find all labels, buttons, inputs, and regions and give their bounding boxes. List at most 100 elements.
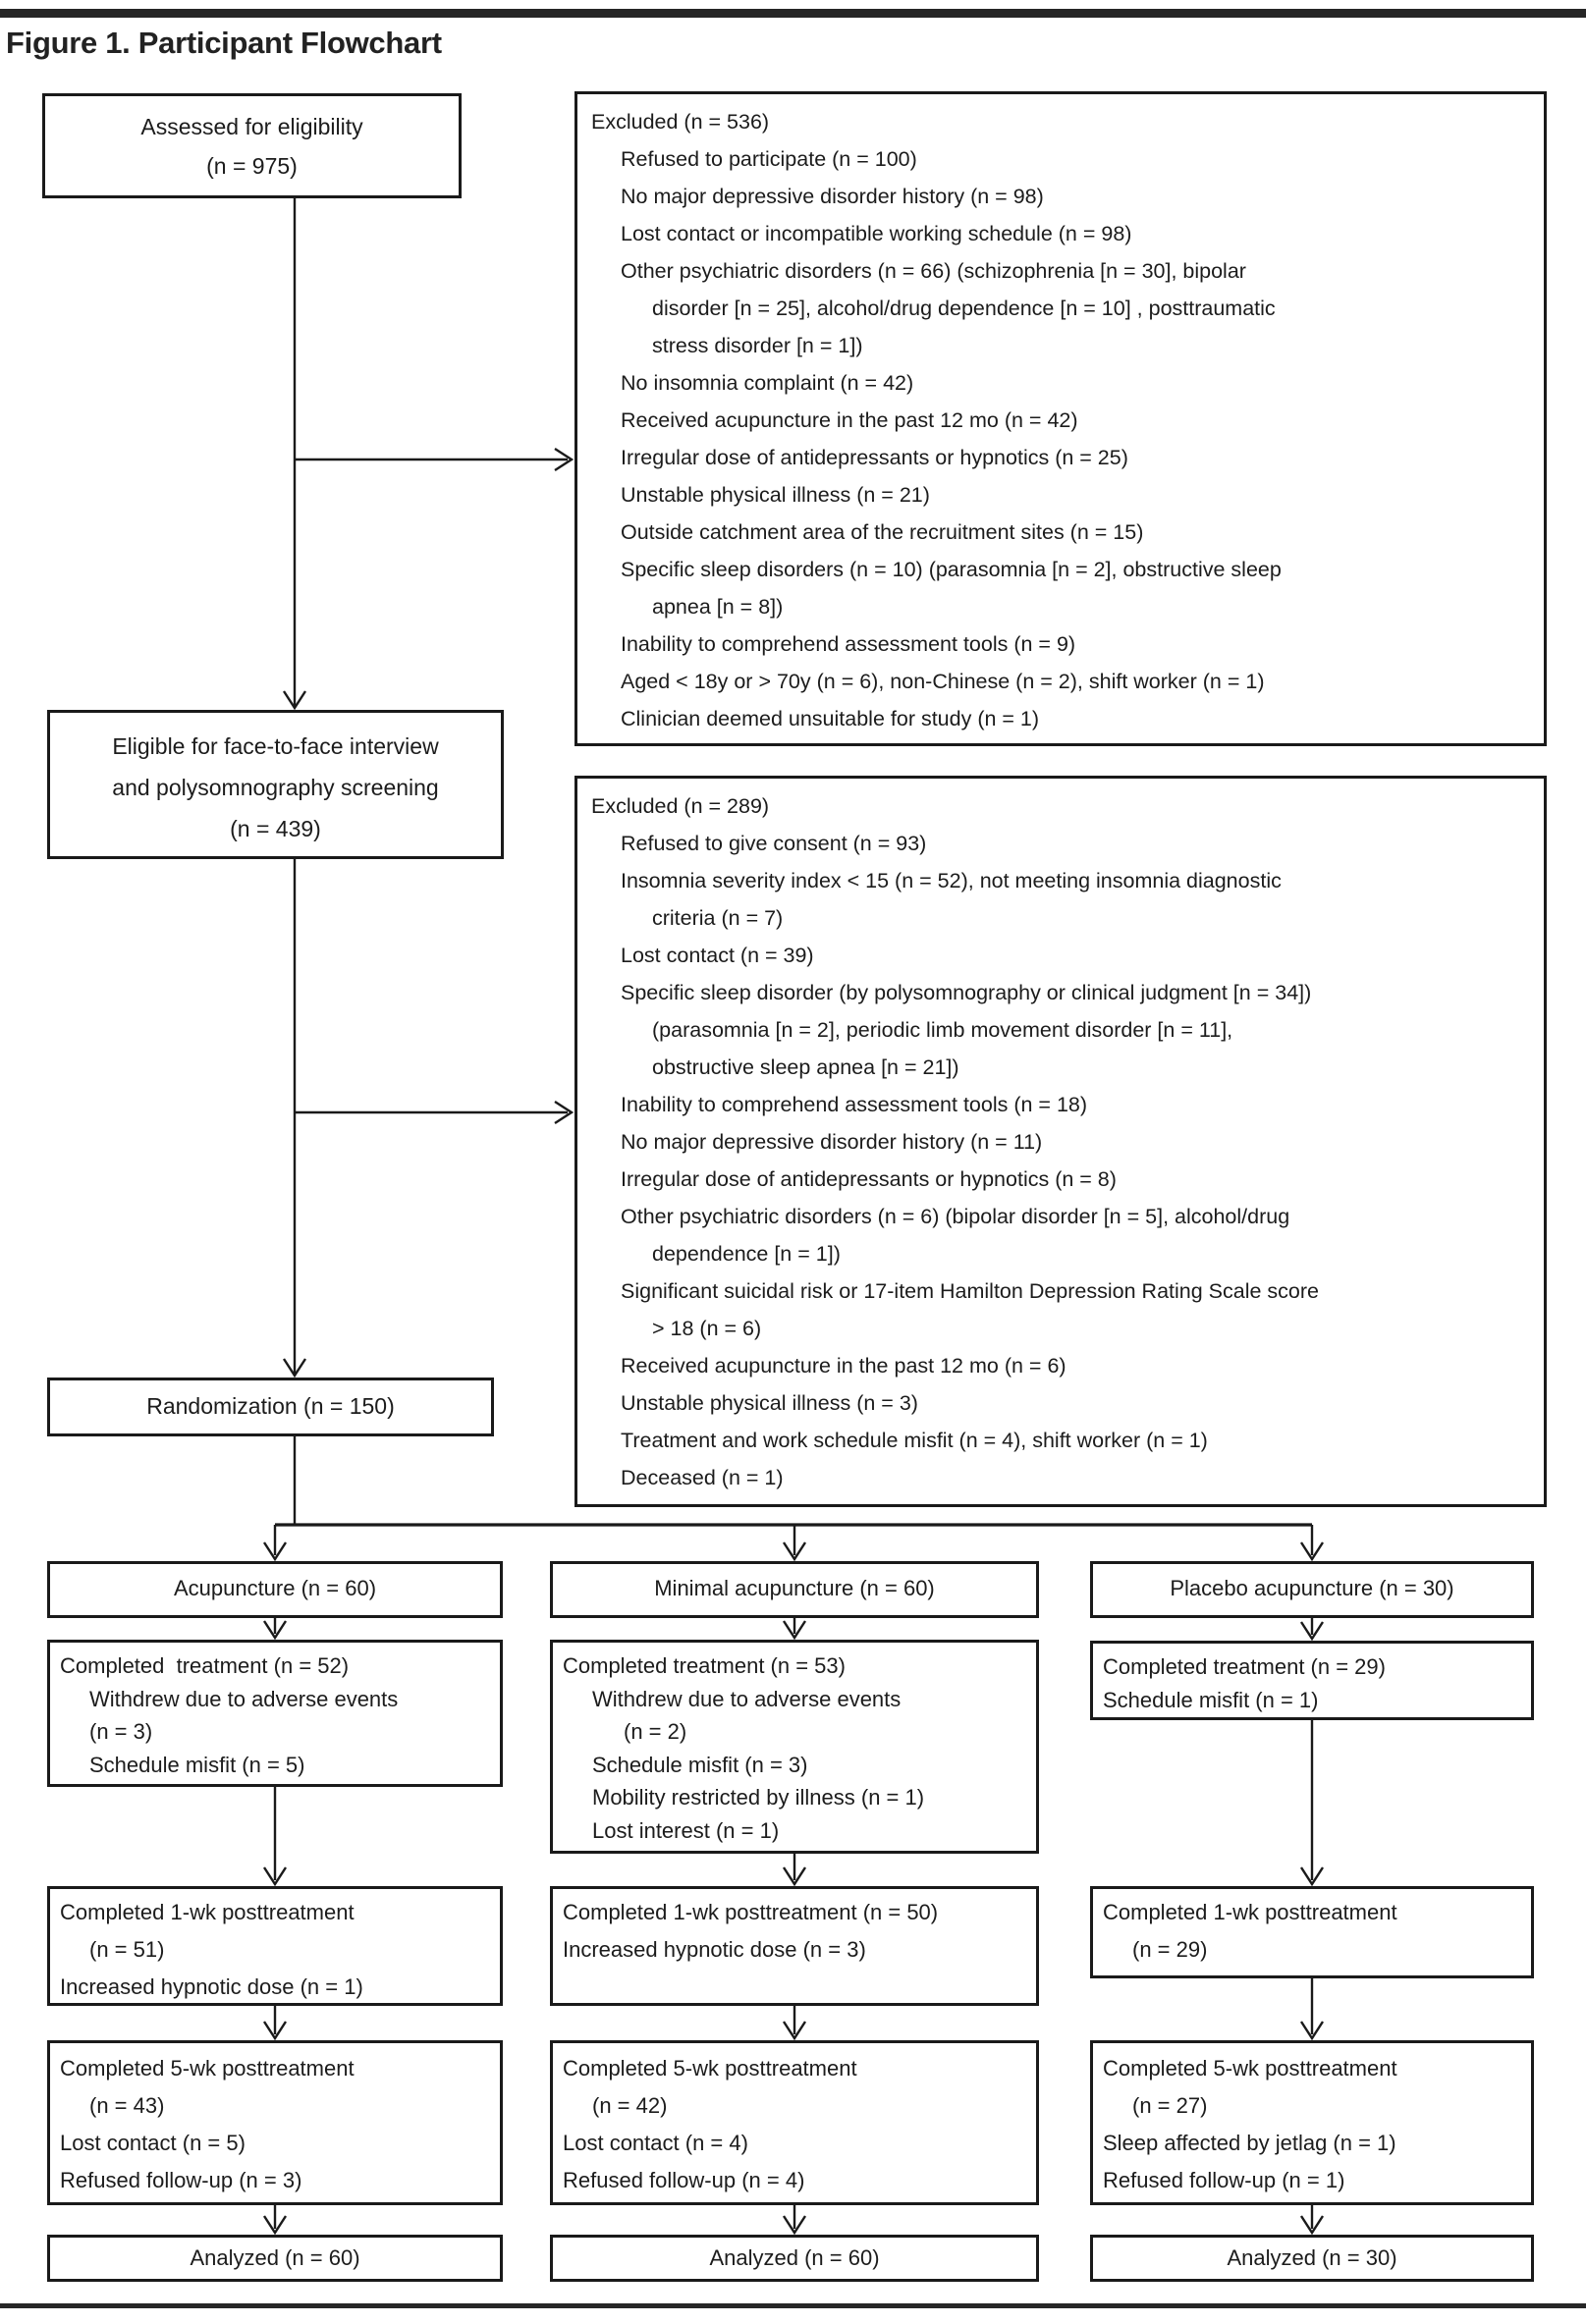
figure-title: Figure 1. Participant Flowchart <box>6 26 442 60</box>
text-line: (parasomnia [n = 2], periodic limb movem… <box>652 1018 1233 1042</box>
text-line: Withdrew due to adverse events <box>592 1686 902 1711</box>
arm3-week1-box: Completed 1-wk posttreatment(n = 29) <box>1090 1886 1534 1978</box>
text-line: (n = 42) <box>592 2093 668 2118</box>
text-line: Lost contact (n = 4) <box>563 2131 748 2155</box>
eligible-interview-box: Eligible for face-to-face interview and p… <box>47 710 504 859</box>
text-line: Other psychiatric disorders (n = 66) (sc… <box>621 259 1246 283</box>
text-line: Completed 5-wk posttreatment <box>1103 2056 1397 2081</box>
text-line: Completed 1-wk posttreatment <box>60 1900 355 1924</box>
text-line: Completed 5-wk posttreatment <box>60 2056 355 2081</box>
arm1-analyzed-box: Analyzed (n = 60) <box>47 2235 503 2282</box>
text-line: > 18 (n = 6) <box>652 1317 762 1340</box>
text-line: Outside catchment area of the recruitmen… <box>621 520 1144 544</box>
text-line: Excluded (n = 536) <box>591 110 770 134</box>
arm2-week1-box: Completed 1-wk posttreatment (n = 50) Inc… <box>550 1886 1039 2006</box>
arm3-analyzed-label: Analyzed (n = 30) <box>1227 2245 1397 2270</box>
randomization-box: Randomization (n = 150) <box>47 1378 494 1436</box>
text-line: Unstable physical illness (n = 3) <box>621 1391 918 1415</box>
text-line: Excluded (n = 289) <box>591 794 770 818</box>
arm3-analyzed-box: Analyzed (n = 30) <box>1090 2235 1534 2282</box>
text-line: Specific sleep disorders (n = 10) (paras… <box>621 558 1282 581</box>
text-line: Sleep affected by jetlag (n = 1) <box>1103 2131 1396 2155</box>
text-line: stress disorder [n = 1]) <box>652 334 863 357</box>
text-line: (n = 51) <box>89 1937 165 1962</box>
arm2-analyzed-box: Analyzed (n = 60) <box>550 2235 1039 2282</box>
text-line: Lost interest (n = 1) <box>592 1817 780 1843</box>
text-line: Specific sleep disorder (by polysomnogra… <box>621 981 1312 1004</box>
arm1-header-label: Acupuncture (n = 60) <box>173 1576 377 1600</box>
top-rule <box>0 9 1586 18</box>
text-line: Inability to comprehend assessment tools… <box>621 632 1076 656</box>
text-line: Other psychiatric disorders (n = 6) (bip… <box>621 1205 1290 1228</box>
text-line: Assessed for eligibility <box>140 114 363 139</box>
arm2-header-box: Minimal acupuncture (n = 60) <box>550 1561 1039 1618</box>
text-line: Completed treatment (n = 29) <box>1103 1654 1386 1679</box>
text-line: Received acupuncture in the past 12 mo (… <box>621 1354 1066 1378</box>
text-line: Refused to give consent (n = 93) <box>621 832 927 855</box>
arm1-completed-treatment-box: Completed treatment (n = 52)Withdrew due… <box>47 1640 503 1787</box>
text-line: Lost contact (n = 39) <box>621 944 814 967</box>
text-line: Treatment and work schedule misfit (n = … <box>621 1429 1208 1452</box>
excluded-box-1: Excluded (n = 536) Refused to participate… <box>574 91 1547 746</box>
arm3-header-label: Placebo acupuncture (n = 30) <box>1170 1576 1454 1600</box>
text-line: No insomnia complaint (n = 42) <box>621 371 914 395</box>
text-line: Insomnia severity index < 15 (n = 52), n… <box>621 869 1282 892</box>
arm2-analyzed-label: Analyzed (n = 60) <box>709 2245 880 2270</box>
text-line: Mobility restricted by illness (n = 1) <box>592 1785 925 1810</box>
text-line: Completed treatment (n = 52) <box>60 1653 350 1678</box>
text-line: (n = 2) <box>624 1719 687 1744</box>
randomization-label: Randomization (n = 150) <box>146 1393 395 1419</box>
text-line: No major depressive disorder history (n … <box>621 1130 1043 1154</box>
text-line: Refused follow-up (n = 1) <box>1103 2168 1345 2192</box>
text-line: (n = 43) <box>89 2093 165 2118</box>
text-line: (n = 975) <box>206 153 298 179</box>
text-line: criteria (n = 7) <box>652 906 784 930</box>
text-line: Unstable physical illness (n = 21) <box>621 483 930 507</box>
arm1-header-box: Acupuncture (n = 60) <box>47 1561 503 1618</box>
assessed-eligibility-box: Assessed for eligibility (n = 975) <box>42 93 462 198</box>
text-line: No major depressive disorder history (n … <box>621 185 1044 208</box>
text-line: apnea [n = 8]) <box>652 595 784 619</box>
text-line: Increased hypnotic dose (n = 1) <box>60 1974 363 1999</box>
excluded-box-2: Excluded (n = 289) Refused to give consen… <box>574 776 1547 1507</box>
arm3-week5-box: Completed 5-wk posttreatment (n = 27) Slee… <box>1090 2040 1534 2205</box>
text-line: Clinician deemed unsuitable for study (n… <box>621 707 1040 730</box>
text-line: dependence [n = 1]) <box>652 1242 841 1266</box>
bottom-rule <box>0 2303 1586 2308</box>
text-line: Irregular dose of antidepressants or hyp… <box>621 446 1128 469</box>
text-line: Refused follow-up (n = 4) <box>563 2168 805 2192</box>
text-line: (n = 29) <box>1132 1937 1208 1962</box>
text-line: Increased hypnotic dose (n = 3) <box>563 1937 866 1962</box>
text-line: (n = 3) <box>89 1719 153 1744</box>
text-line: and polysomnography screening <box>112 775 439 800</box>
text-line: (n = 27) <box>1132 2093 1208 2118</box>
text-line: disorder [n = 25], alcohol/drug dependen… <box>652 297 1276 320</box>
text-line: Refused follow-up (n = 3) <box>60 2168 302 2192</box>
arm1-week1-box: Completed 1-wk posttreatment (n = 51) Incr… <box>47 1886 503 2006</box>
text-line: Schedule misfit (n = 5) <box>89 1752 305 1777</box>
arm1-week5-box: Completed 5-wk posttreatment (n = 43) Lost… <box>47 2040 503 2205</box>
text-line: Received acupuncture in the past 12 mo (… <box>621 408 1078 432</box>
text-line: Schedule misfit (n = 3) <box>592 1752 808 1777</box>
text-line: Irregular dose of antidepressants or hyp… <box>621 1167 1117 1191</box>
text-line: Inability to comprehend assessment tools… <box>621 1093 1088 1116</box>
text-line: obstructive sleep apnea [n = 21]) <box>652 1055 959 1079</box>
text-line: Aged < 18y or > 70y (n = 6), non-Chinese… <box>621 670 1265 693</box>
text-line: (n = 439) <box>230 816 321 841</box>
arm1-analyzed-label: Analyzed (n = 60) <box>190 2245 360 2270</box>
text-line: Lost contact or incompatible working sch… <box>621 222 1132 245</box>
text-line: Deceased (n = 1) <box>621 1466 784 1489</box>
text-line: Completed 5-wk posttreatment <box>563 2056 857 2081</box>
arm3-header-box: Placebo acupuncture (n = 30) <box>1090 1561 1534 1618</box>
text-line: Eligible for face-to-face interview <box>112 733 439 759</box>
arm2-completed-treatment-box: Completed treatment (n = 53) Withdrew due… <box>550 1640 1039 1854</box>
text-line: Schedule misfit (n = 1) <box>1103 1687 1319 1712</box>
arm3-completed-treatment-box: Completed treatment (n = 29) Schedule mis… <box>1090 1641 1534 1720</box>
text-line: Refused to participate (n = 100) <box>621 147 917 171</box>
text-line: Lost contact (n = 5) <box>60 2131 246 2155</box>
text-line: Completed treatment (n = 53) <box>563 1653 846 1678</box>
text-line: Completed 1-wk posttreatment (n = 50) <box>563 1900 939 1924</box>
text-line: Significant suicidal risk or 17-item Ham… <box>621 1279 1319 1303</box>
arm2-header-label: Minimal acupuncture (n = 60) <box>654 1576 935 1600</box>
